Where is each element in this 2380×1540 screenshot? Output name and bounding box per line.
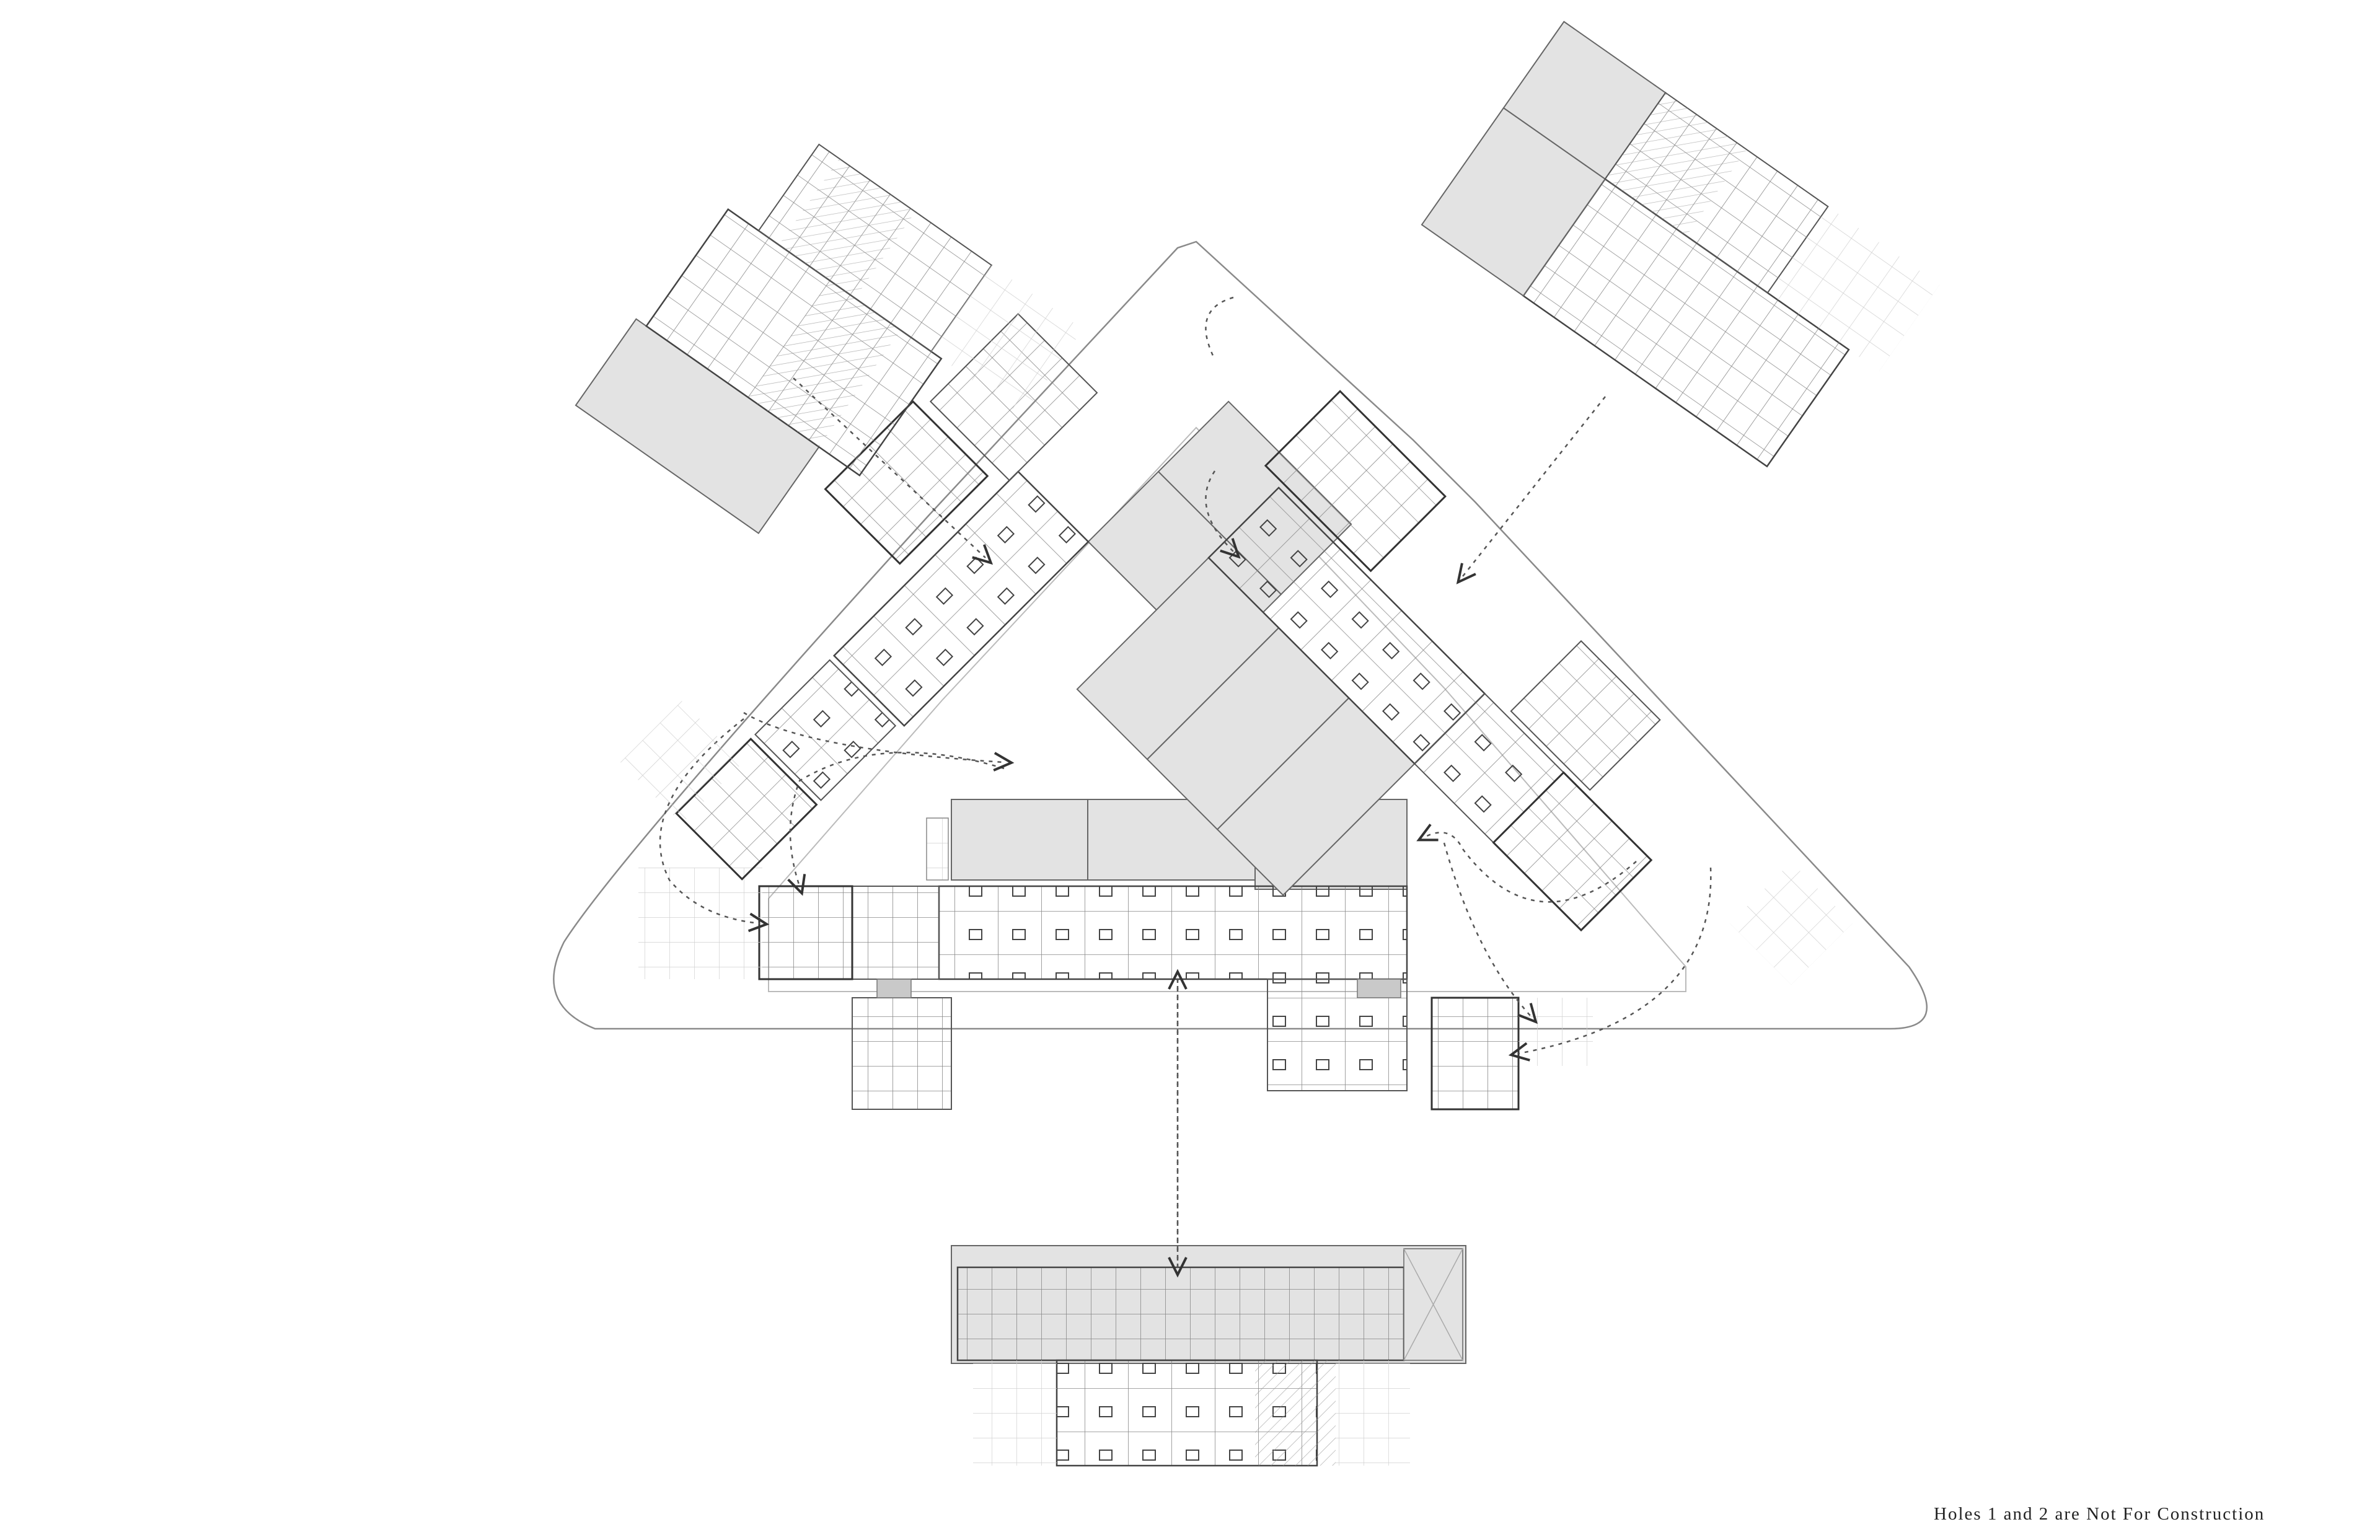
drawing-note: Holes 1 and 2 are Not For Construction — [1934, 1504, 2265, 1524]
grid-bay — [1264, 390, 1447, 573]
light-grid — [638, 868, 762, 979]
grid-bay — [852, 997, 952, 1110]
right-wing — [1076, 390, 1661, 932]
path — [1205, 470, 1241, 559]
central-block — [638, 799, 1593, 1111]
hatched-area — [1255, 1360, 1336, 1466]
hatched-area — [747, 280, 901, 447]
bottom-block — [951, 1245, 1466, 1467]
pavilion-grid — [832, 470, 1090, 727]
path — [1456, 396, 1606, 584]
hatched-area — [778, 158, 916, 299]
light-grid — [1767, 206, 1940, 371]
grid-area — [956, 1266, 1405, 1362]
path — [1443, 842, 1538, 1024]
path — [1508, 867, 1712, 1062]
roof-panel — [1421, 107, 1606, 297]
connector — [1357, 979, 1401, 998]
upper-left-block — [575, 143, 1083, 534]
grid-bay — [1492, 771, 1653, 932]
path — [793, 377, 994, 565]
light-grid — [1730, 862, 1853, 985]
grid-bay — [1510, 640, 1661, 791]
pavilion-grid — [938, 885, 1408, 980]
hatched-area — [1605, 92, 1747, 236]
connector — [876, 979, 912, 998]
light-grid — [620, 701, 743, 824]
light-grid — [973, 1360, 1057, 1466]
light-grid — [931, 265, 1083, 416]
light-grid — [1518, 998, 1593, 1066]
cross-lines — [1403, 1248, 1463, 1361]
roof-panel — [951, 799, 1088, 881]
grid-bay — [852, 886, 940, 980]
light-grid — [1336, 1360, 1410, 1466]
grid-bay — [1430, 997, 1520, 1111]
stair — [926, 817, 949, 881]
path — [659, 718, 770, 933]
site-boundary — [553, 240, 1928, 1030]
upper-right-block — [1421, 20, 1940, 468]
grid-bay — [754, 659, 897, 801]
grid-bay — [758, 885, 853, 980]
circulation-paths — [659, 296, 1712, 1278]
path — [1416, 824, 1637, 903]
path — [1205, 296, 1234, 360]
